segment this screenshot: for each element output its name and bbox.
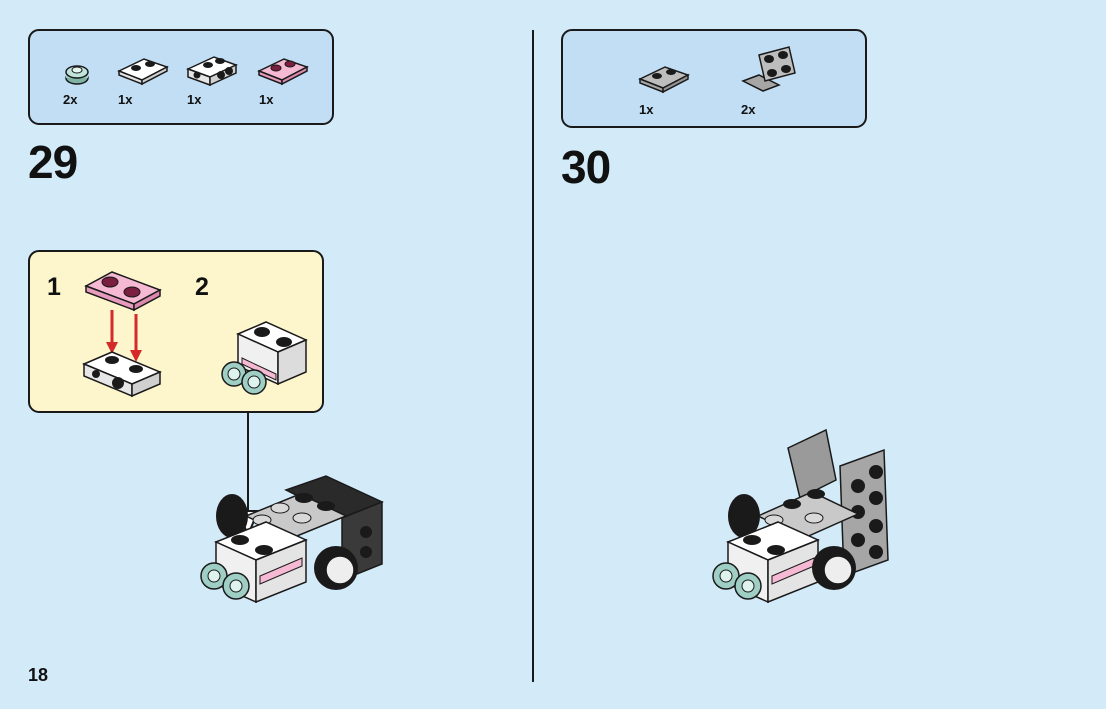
part-qty: 1x bbox=[259, 92, 274, 107]
substep-callout: 1 2 bbox=[28, 250, 324, 413]
substep-2-illustration bbox=[221, 321, 308, 395]
plate-1x2-white-icon bbox=[117, 58, 169, 86]
step-30-model-illustration bbox=[712, 428, 889, 604]
step-29-model-illustration bbox=[200, 475, 384, 604]
bracket-white-with-holes-icon bbox=[186, 56, 238, 87]
part-qty: 1x bbox=[118, 92, 133, 107]
substep-1-illustration bbox=[82, 271, 162, 398]
part-qty: 2x bbox=[741, 102, 756, 117]
parts-callout-step-30: 1x 2x bbox=[561, 29, 867, 128]
substep-number-2: 2 bbox=[195, 273, 209, 301]
parts-callout-step-29: 2x 1x 1x 1x bbox=[28, 29, 334, 125]
bracket-2x2-light-grey-icon bbox=[741, 46, 796, 92]
part-qty: 1x bbox=[187, 92, 202, 107]
plate-1x2-trans-pink-icon bbox=[257, 58, 309, 86]
step-number-30: 30 bbox=[561, 141, 611, 193]
part-qty: 2x bbox=[63, 92, 78, 107]
plate-1x2-light-grey-icon bbox=[638, 66, 690, 94]
round-plate-1x1-sand-green-icon bbox=[65, 65, 89, 85]
substep-number-1: 1 bbox=[47, 273, 61, 301]
page-number: 18 bbox=[28, 665, 49, 685]
page-divider bbox=[532, 30, 534, 682]
part-qty: 1x bbox=[639, 102, 654, 117]
step-number-29: 29 bbox=[28, 136, 78, 188]
